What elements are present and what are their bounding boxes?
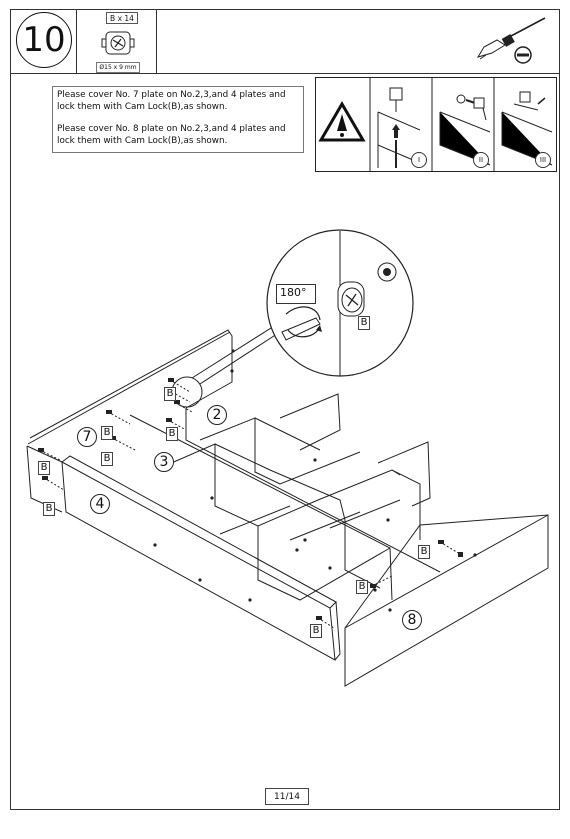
cam-label: B <box>38 461 50 475</box>
cam-label: B <box>43 502 55 516</box>
instruction-1: Please cover No. 7 plate on No.2,3,and 4… <box>57 90 286 112</box>
step-i-illustration <box>377 87 421 168</box>
warning-icon <box>318 101 366 142</box>
step-label-ii: II <box>473 152 489 168</box>
screwdriver-icon <box>476 17 546 60</box>
panel-7-label: 7 <box>77 427 97 447</box>
panel-3-label: 3 <box>154 452 174 472</box>
cam-label: B <box>101 452 113 466</box>
header-bar <box>10 9 560 74</box>
cam-detail-magnifier <box>266 229 414 377</box>
cam-label: B <box>356 580 368 594</box>
panel-2-label: 2 <box>207 405 227 425</box>
page-frame <box>10 9 560 810</box>
cam-label: B <box>101 426 113 440</box>
cam-label: B <box>310 624 322 638</box>
step-label-iii: III <box>535 152 551 168</box>
instruction-2: Please cover No. 8 plate on No.2,3,and 4… <box>57 124 286 146</box>
part-code: B x 14 <box>106 12 138 24</box>
rotation-box <box>276 284 316 304</box>
step-number: 10 <box>16 12 72 68</box>
rotation-label: 180° <box>280 286 307 299</box>
cam-lock-warning-panel <box>315 77 557 172</box>
page-number: 11/14 <box>265 788 309 805</box>
part-box <box>80 9 157 74</box>
cam-lock-icon <box>101 31 135 55</box>
part-size: Ø15 x 9 mm <box>96 62 140 73</box>
instruction-notes: Please cover No. 7 plate on No.2,3,and 4… <box>52 86 304 153</box>
cam-label: B <box>164 387 176 401</box>
step-label-i: I <box>411 152 427 168</box>
step-iii-illustration <box>501 91 553 166</box>
panel-4-label: 4 <box>90 494 110 514</box>
detail-part-label: B <box>358 316 370 330</box>
cam-label: B <box>166 427 178 441</box>
step-ii-illustration <box>439 94 491 166</box>
minus-badge-icon <box>514 46 532 64</box>
step-box <box>10 9 77 74</box>
panel-8-label: 8 <box>402 610 422 630</box>
cam-label: B <box>418 545 430 559</box>
